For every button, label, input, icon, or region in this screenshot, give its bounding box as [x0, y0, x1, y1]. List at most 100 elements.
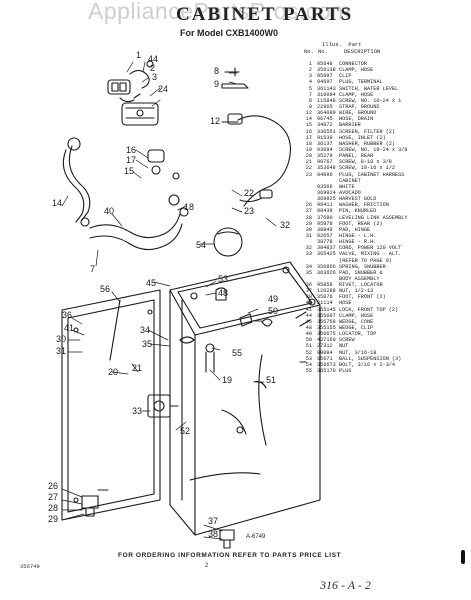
- part-number: 363626: [317, 269, 336, 276]
- handwritten-note: 316 - A - 2: [320, 578, 371, 592]
- illus-number: 23: [305, 171, 312, 178]
- part-description: PLUG, CABINET HARNESS: [339, 171, 405, 178]
- snubber-drawing: [179, 336, 215, 373]
- part-number: 336551: [317, 128, 336, 135]
- part-number: 356673: [317, 361, 336, 368]
- connector-assembly-drawing: [107, 60, 154, 103]
- part-description: LEVELING LINK ASSEMBLY: [339, 214, 408, 221]
- part-description: PAD, HINGE: [339, 226, 371, 233]
- callout-56: 56: [100, 284, 110, 294]
- callout-15: 15: [124, 166, 134, 176]
- callout-41: 41: [64, 323, 74, 333]
- inlet-hose-drawing: [89, 149, 189, 251]
- part-number: 27312: [317, 343, 333, 350]
- callout-8: 8: [214, 66, 219, 76]
- callout-labels: 1234424891216171514407182223325445565348…: [48, 50, 290, 539]
- illus-number: 21: [305, 159, 312, 166]
- part-description: RIVET, LOCATOR: [339, 282, 383, 289]
- part-number: 115848: [317, 97, 336, 104]
- part-description: BOLT, 3/16 x 2-3/4: [339, 361, 396, 368]
- callout-9: 9: [214, 79, 219, 89]
- part-number: 22965: [317, 103, 333, 110]
- callout-27: 27: [48, 492, 58, 502]
- illus-number: 49: [305, 331, 312, 338]
- callout-34: 34: [140, 325, 150, 335]
- callout-29: 29: [48, 514, 58, 524]
- part-number: 95858: [317, 282, 333, 289]
- water-level-switch-drawing: [121, 102, 159, 126]
- callout-52: 52: [180, 426, 190, 436]
- callout-53: 53: [218, 274, 228, 284]
- illus-number: 27: [305, 208, 312, 215]
- part-description: WEDGE, CONE: [339, 318, 374, 325]
- illus-number: 22: [305, 165, 312, 172]
- parts-list-header: Illus. Part No. No. DESCRIPTION: [300, 41, 450, 55]
- callout-54: 54: [196, 240, 206, 250]
- suspension-ball-drawing: [213, 227, 243, 257]
- part-number: 369925: [317, 196, 336, 203]
- part-description: FOOT, FRONT (2): [339, 294, 386, 301]
- callout-36: 36: [62, 310, 72, 320]
- part-description: WIRE, GROUND: [339, 110, 377, 117]
- callout-14: 14: [52, 198, 62, 208]
- illus-number: 3: [308, 73, 312, 80]
- part-number: 38778: [317, 239, 333, 246]
- callout-24: 24: [158, 84, 168, 94]
- part-description: SCREW, NO. 10-24 x 3/8: [339, 146, 408, 153]
- callout-30: 30: [56, 334, 66, 344]
- part-number: 91539: [317, 134, 333, 141]
- part-description: HOSE, DRAIN: [339, 116, 374, 123]
- ground-strap-drawing: [221, 83, 249, 89]
- rear-foot-drawing: [81, 489, 109, 517]
- callout-28: 28: [48, 503, 58, 513]
- part-number: 356866: [317, 263, 336, 270]
- part-number: 353648: [317, 165, 336, 172]
- part-description: HINGE - R.H.: [339, 239, 377, 246]
- part-description: (REFER TO PAGE 9): [339, 257, 392, 264]
- part-description: SCREW, NO. 10-24 x 1: [339, 97, 402, 104]
- illus-number: 18: [305, 140, 312, 147]
- part-description: WASHER, RUBBER (2): [339, 140, 396, 147]
- part-number: 356758: [317, 318, 336, 325]
- part-number: 355097: [317, 312, 336, 319]
- illus-number: 51: [305, 343, 312, 350]
- callout-7: 7: [90, 264, 95, 274]
- part-number: 21114: [317, 300, 333, 307]
- parts-list-row: 38778 HINGE - R.H.: [300, 239, 450, 245]
- illus-number: 48: [305, 325, 312, 332]
- part-description: NUT, 3/16-18: [339, 349, 377, 356]
- part-description: NUT: [339, 343, 349, 350]
- part-number: 92657: [317, 232, 333, 239]
- callout-50: 50: [268, 306, 278, 316]
- part-number: 34872: [317, 122, 333, 129]
- binding-mark: [461, 550, 465, 564]
- part-description: SCREW: [339, 337, 355, 344]
- illus-number: 8: [308, 97, 312, 104]
- screw-drawing: [224, 67, 240, 77]
- callout-20: 20: [108, 367, 118, 377]
- illus-number: 28: [305, 214, 312, 221]
- part-description: SCREW, 10-16 x 1/2: [339, 165, 396, 172]
- part-number: 90767: [317, 159, 333, 166]
- part-number: 93566: [317, 183, 333, 190]
- front-foot-drawing: [219, 529, 235, 549]
- callout-17: 17: [126, 155, 136, 165]
- part-description: AVOCADO: [339, 189, 361, 196]
- illus-number: 15: [305, 122, 312, 129]
- part-description: CABINET: [339, 177, 361, 184]
- illus-number: 1: [308, 61, 312, 67]
- part-description: CLAMP, HOSE: [339, 312, 374, 319]
